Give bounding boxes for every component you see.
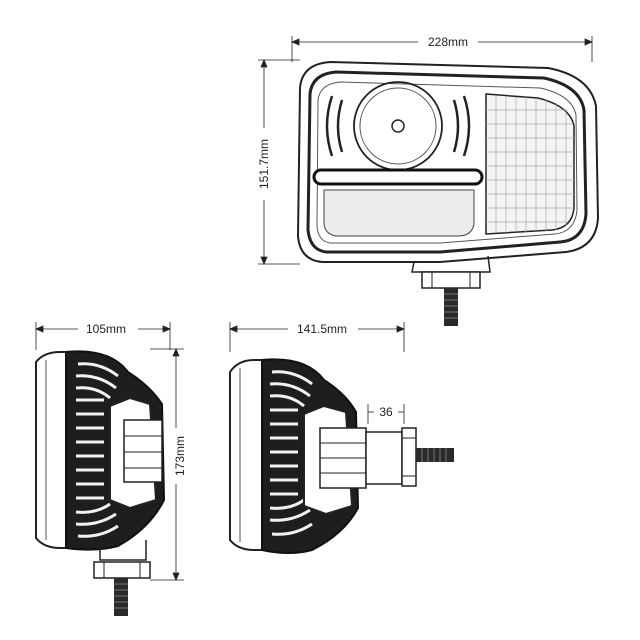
left-width-dimension xyxy=(34,322,172,350)
reflector-inner-ring xyxy=(359,87,437,165)
front-lens-rim xyxy=(316,81,578,244)
side-view-right: 141.5mm 36 xyxy=(228,322,454,554)
front-height-label: 151.7mm xyxy=(257,139,271,189)
right-mount-label: 36 xyxy=(379,405,393,419)
left-lens-bezel xyxy=(35,351,67,549)
front-height-dimension xyxy=(258,58,300,266)
left-bottom-mount xyxy=(93,540,151,616)
front-width-dimension xyxy=(290,36,594,62)
right-lens-bezel xyxy=(229,359,263,551)
left-height-label: 173mm xyxy=(173,436,187,476)
front-housing-inner xyxy=(306,70,588,254)
right-rear-mount xyxy=(365,427,454,487)
front-mount-bracket xyxy=(411,255,491,326)
left-heatsink-fins xyxy=(75,362,119,538)
right-width-label: 141.5mm xyxy=(297,322,347,336)
front-view: 228mm 151.7mm xyxy=(257,35,600,326)
left-rear-block xyxy=(123,419,163,483)
right-mount-dimension xyxy=(367,404,405,424)
optic-grid-lines xyxy=(486,96,574,233)
right-heatsink-fins xyxy=(269,370,313,536)
drl-light-strip xyxy=(312,168,484,186)
front-width-label: 228mm xyxy=(428,35,468,49)
left-width-label: 105mm xyxy=(86,322,126,336)
left-height-dimension xyxy=(150,347,184,582)
right-width-dimension xyxy=(228,322,406,352)
reflector-side-slots xyxy=(325,95,471,157)
optic-lens-grid xyxy=(485,93,575,235)
side-view-left: 105mm 173mm xyxy=(34,322,187,616)
lower-lens xyxy=(323,189,475,237)
led-emitter xyxy=(391,119,405,133)
